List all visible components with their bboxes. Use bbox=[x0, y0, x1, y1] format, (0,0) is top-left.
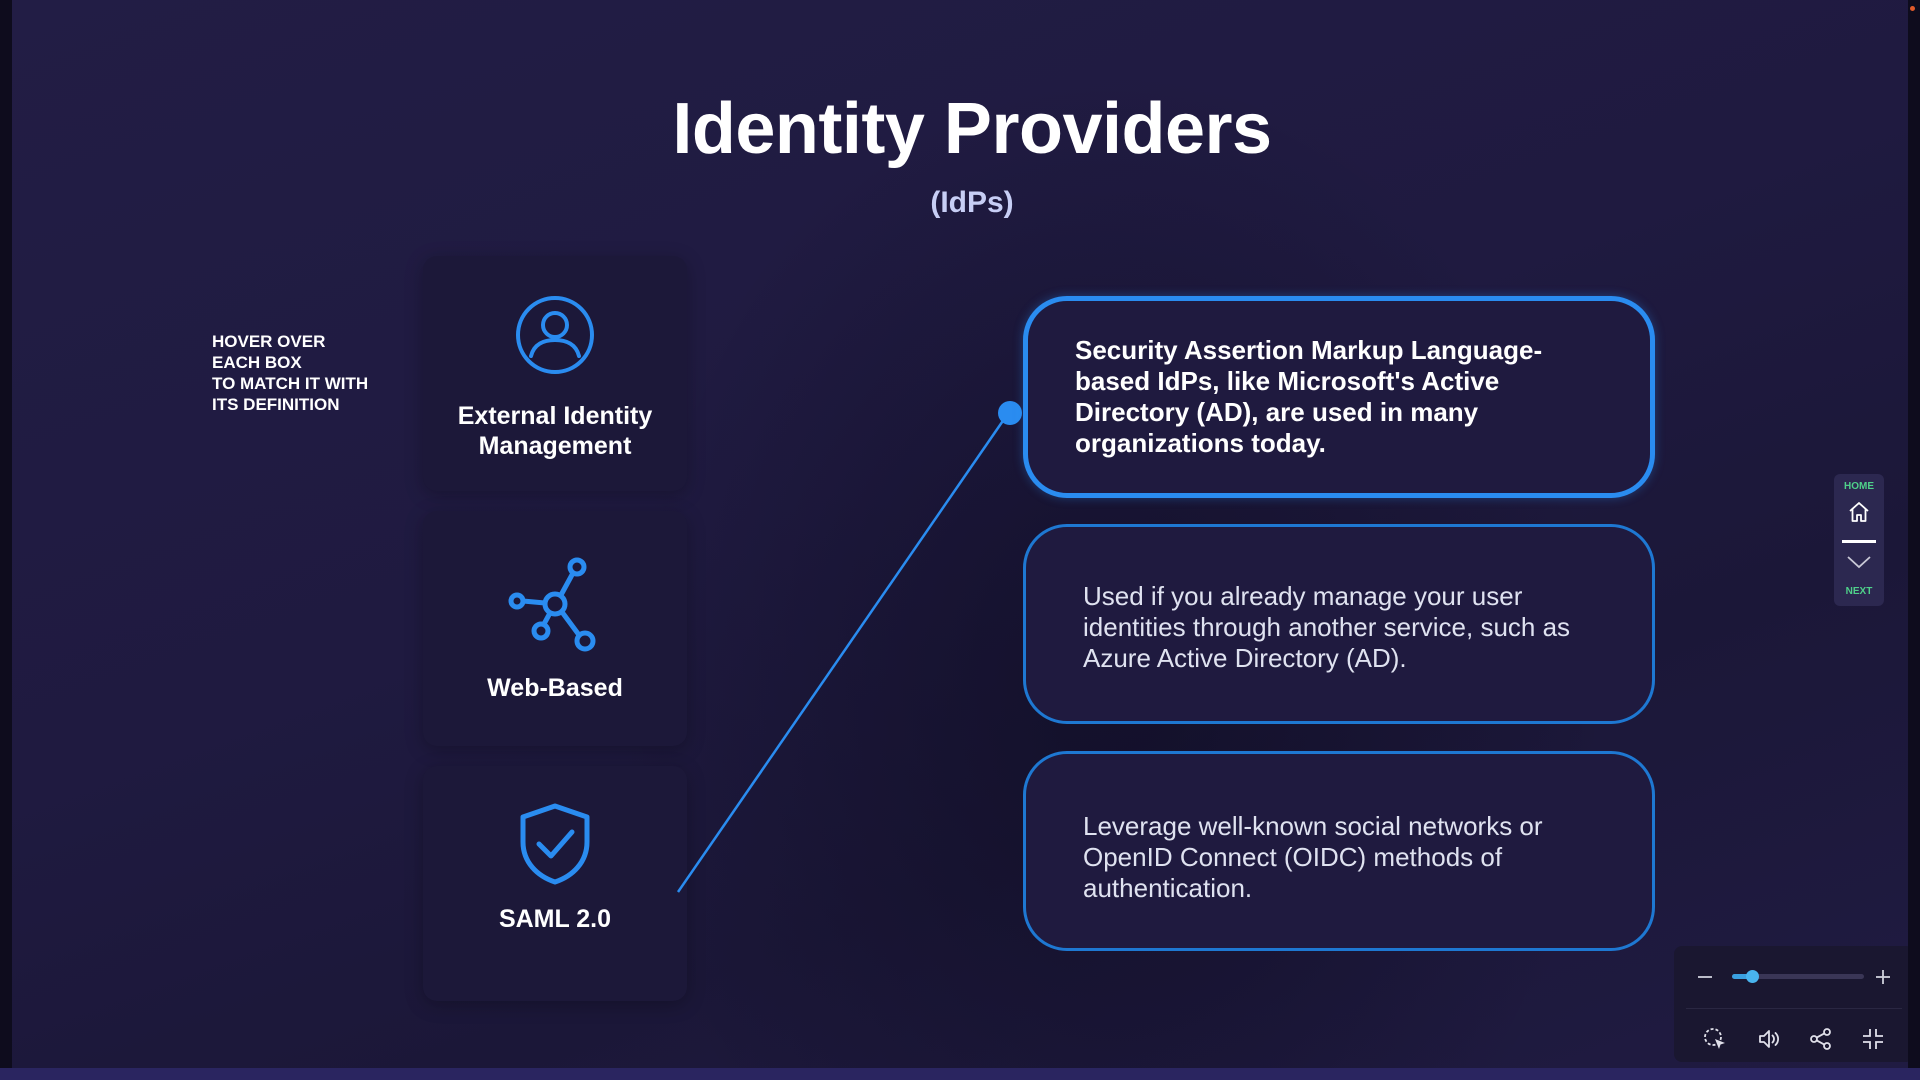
instruction-text: HOVER OVER EACH BOX TO MATCH IT WITH ITS… bbox=[212, 332, 369, 414]
term-card-external-identity[interactable]: External Identity Management bbox=[423, 256, 687, 491]
definition-box-2[interactable]: Used if you already manage your user ide… bbox=[1023, 524, 1655, 724]
definition-box-1[interactable]: Security Assertion Markup Language-based… bbox=[1023, 296, 1655, 498]
share-icon[interactable] bbox=[1808, 1026, 1834, 1052]
definition-text: Used if you already manage your user ide… bbox=[1083, 581, 1571, 673]
home-label: HOME bbox=[1844, 481, 1874, 492]
player-controls bbox=[1674, 946, 1908, 1062]
next-label[interactable]: NEXT bbox=[1845, 586, 1873, 597]
volume-icon[interactable] bbox=[1756, 1026, 1782, 1052]
page-subtitle: (IdPs) bbox=[930, 186, 1014, 219]
zoom-in-icon[interactable] bbox=[1874, 968, 1892, 986]
bottom-progress-strip bbox=[0, 1068, 1920, 1080]
connector-handle-icon bbox=[998, 401, 1022, 425]
home-icon[interactable] bbox=[1847, 500, 1871, 524]
term-label: External Identity Management bbox=[457, 402, 653, 460]
zoom-slider-handle[interactable] bbox=[1745, 970, 1759, 983]
term-card-saml[interactable]: SAML 2.0 bbox=[423, 766, 687, 1001]
player-divider bbox=[1686, 1008, 1902, 1009]
slide-canvas: Identity Providers (IdPs) HOVER OVER EAC… bbox=[12, 0, 1908, 1068]
term-label: SAML 2.0 bbox=[498, 905, 612, 933]
chevron-down-icon[interactable] bbox=[1846, 554, 1872, 570]
exit-fullscreen-icon[interactable] bbox=[1860, 1026, 1886, 1052]
pointer-highlight-icon[interactable] bbox=[1702, 1026, 1728, 1052]
zoom-slider-fill bbox=[1732, 974, 1752, 979]
definition-text: Leverage well-known social networks or O… bbox=[1083, 811, 1543, 903]
page-title: Identity Providers bbox=[672, 89, 1272, 169]
network-nodes-icon bbox=[508, 557, 596, 652]
zoom-out-icon[interactable] bbox=[1696, 968, 1714, 986]
match-connector-line bbox=[676, 401, 1022, 893]
definition-box-3[interactable]: Leverage well-known social networks or O… bbox=[1023, 751, 1655, 951]
definition-text: Security Assertion Markup Language-based… bbox=[1075, 335, 1543, 458]
term-card-web-based[interactable]: Web-Based bbox=[423, 511, 687, 746]
shield-check-icon bbox=[520, 803, 590, 885]
nav-divider bbox=[1842, 540, 1876, 543]
side-navigation: HOME NEXT bbox=[1834, 474, 1884, 606]
zoom-slider[interactable] bbox=[1732, 970, 1864, 983]
user-circle-icon bbox=[516, 296, 594, 374]
term-label: Web-Based bbox=[487, 674, 623, 702]
status-dot bbox=[1910, 6, 1915, 11]
